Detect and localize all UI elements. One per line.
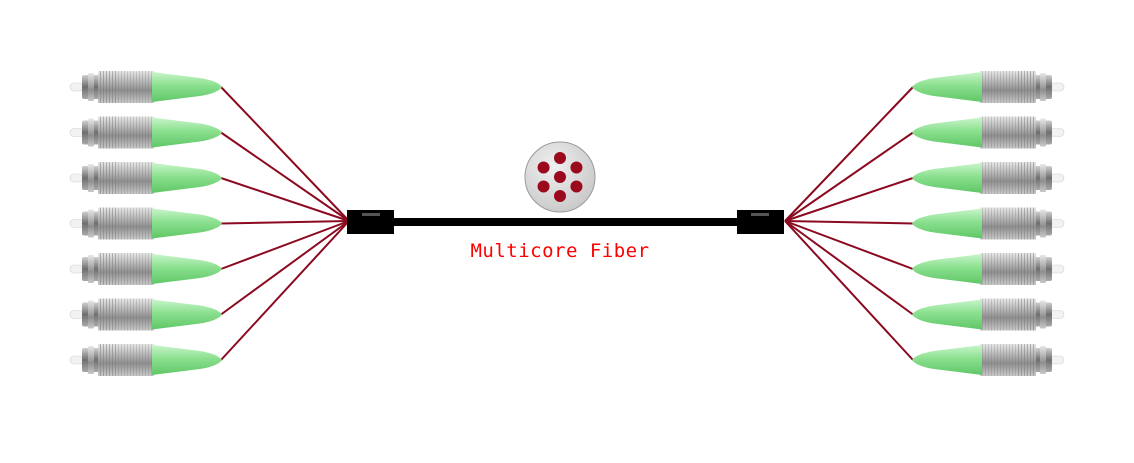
fc-connector-icon — [69, 253, 222, 285]
fiber-lead-left — [220, 220, 350, 270]
fiber-lead-right — [784, 177, 914, 222]
fiber-core — [537, 161, 550, 174]
fiber-lead-right — [784, 220, 914, 316]
multicore-cable — [392, 218, 738, 226]
fc-connector-icon — [69, 344, 222, 376]
fiber-core — [570, 180, 583, 193]
fc-connector-icon — [69, 207, 222, 240]
fiber-lead-left — [220, 220, 350, 316]
fc-connector-icon — [69, 298, 222, 331]
fiber-lead-left — [220, 220, 350, 361]
fiber-core — [554, 190, 566, 202]
fc-connector-icon — [69, 71, 222, 103]
left-connector-group — [69, 71, 222, 376]
fc-connector-icon — [69, 162, 222, 194]
left-fanout-highlight — [362, 213, 380, 216]
fiber-core — [554, 152, 566, 164]
fc-connector-icon — [912, 71, 1065, 103]
fiber-lead-right — [784, 220, 914, 225]
fiber-core — [537, 180, 550, 193]
right-fanout-highlight — [751, 213, 769, 216]
fiber-leads — [220, 86, 914, 361]
right-connector-group — [912, 71, 1065, 376]
multicore-cross-section-icon — [524, 141, 596, 213]
fiber-core — [554, 171, 566, 183]
fiber-core — [570, 161, 583, 174]
fc-connector-icon — [69, 116, 222, 149]
fiber-lead-left — [220, 220, 350, 225]
fiber-lead-left — [220, 131, 350, 222]
fiber-lead-left — [220, 177, 350, 222]
fiber-lead-right — [784, 220, 914, 270]
fc-connector-icon — [912, 162, 1065, 194]
fc-connector-icon — [912, 116, 1065, 149]
fiber-lead-left — [220, 86, 350, 222]
fc-connector-icon — [912, 344, 1065, 376]
fc-connector-icon — [912, 298, 1065, 331]
fiber-lead-right — [784, 86, 914, 222]
fiber-lead-right — [784, 220, 914, 361]
multicore-fiber-caption: Multicore Fiber — [470, 240, 650, 262]
fiber-lead-right — [784, 131, 914, 222]
fc-connector-icon — [912, 253, 1065, 285]
fc-connector-icon — [912, 207, 1065, 240]
